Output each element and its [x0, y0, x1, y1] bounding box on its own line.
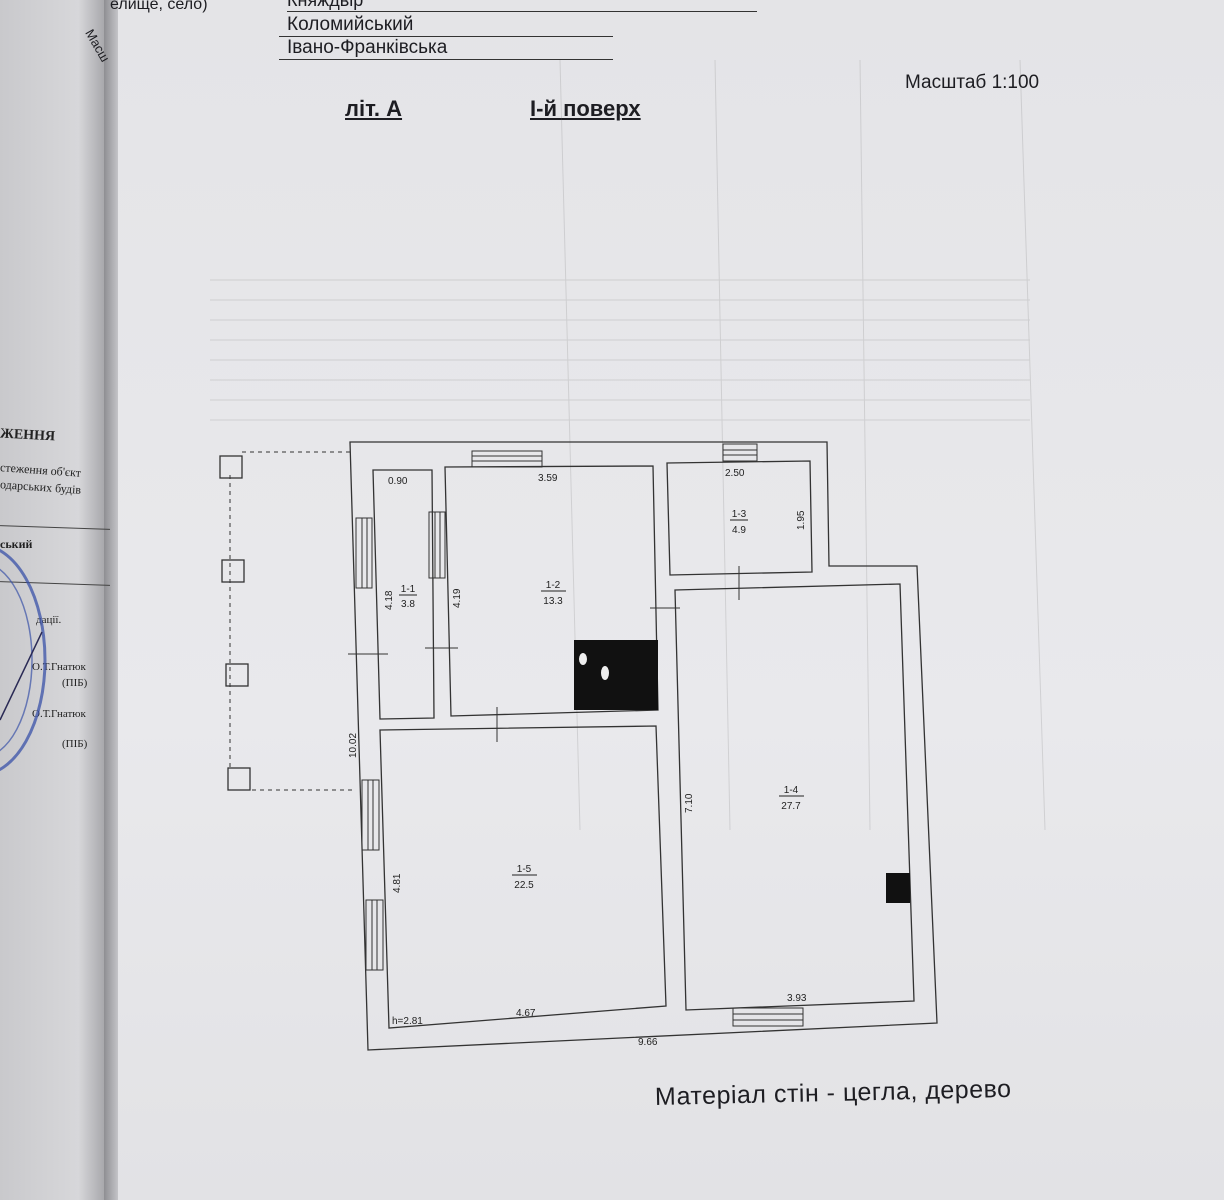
room-1-4	[674, 583, 915, 1011]
room-area: 22.5	[514, 880, 534, 891]
room-1-5	[379, 725, 667, 1029]
previous-page	[0, 0, 112, 1200]
room-area: 3.8	[401, 599, 415, 610]
floor-label: І-й поверх	[530, 96, 641, 121]
dim: 9.66	[638, 1037, 658, 1048]
stove-burner	[579, 653, 587, 665]
ceiling-height: h=2.81	[392, 1016, 423, 1027]
room-id: 1-4	[784, 785, 799, 796]
signatory-name: О.Т.Гнатюк	[32, 708, 86, 720]
document-page	[116, 0, 1224, 1200]
letter-label: літ. А	[345, 96, 403, 121]
room-id: 1-1	[401, 584, 416, 595]
stamp-seal	[0, 548, 47, 772]
room-area: 27.7	[781, 801, 801, 812]
window	[365, 899, 384, 971]
dimensions: 0.90 3.59 2.50 1.95 4.18 4.19 10.02 7.10…	[348, 468, 807, 1048]
window	[471, 450, 543, 468]
window	[355, 517, 373, 589]
dim: 4.67	[516, 1008, 536, 1019]
room-id: 1-2	[546, 580, 561, 591]
room-id: 1-3	[732, 509, 747, 520]
room-area: 4.9	[732, 525, 746, 536]
porch-post	[221, 559, 245, 583]
room-labels: 1-1 3.8 1-2 13.3 1-3 4.9 1-4 27.7 1-5 22…	[399, 509, 804, 891]
signatory-label: (ПІБ)	[62, 738, 88, 750]
outer-wall	[349, 441, 938, 1051]
signatory-label: (ПІБ)	[62, 677, 88, 689]
dim: 0.90	[388, 476, 408, 487]
window	[361, 779, 380, 851]
window	[722, 443, 758, 462]
dim: 10.02	[348, 733, 359, 758]
room-id: 1-5	[517, 864, 532, 875]
door	[348, 566, 740, 742]
region-field: Івано-Франківська	[279, 37, 613, 60]
porch-post	[225, 663, 249, 687]
dim: 4.18	[384, 590, 395, 610]
village-field: Княждвір	[287, 0, 757, 12]
porch	[229, 451, 356, 791]
stove	[574, 640, 658, 710]
dim: 3.59	[538, 473, 558, 484]
porch-post	[227, 767, 251, 791]
porch-post	[219, 455, 243, 479]
heater	[886, 873, 910, 903]
room-1-1	[372, 469, 435, 720]
dim: 1.95	[796, 510, 807, 530]
settlement-label: елище, село)	[110, 0, 208, 13]
dim: 7.10	[684, 793, 695, 813]
dim: 3.93	[787, 993, 807, 1004]
page-gutter	[104, 0, 118, 1200]
scale-label: Масштаб 1:100	[905, 72, 1040, 93]
room-1-3	[666, 460, 813, 576]
stove-burner	[601, 666, 609, 680]
dim: 4.19	[452, 588, 463, 608]
window	[428, 511, 446, 579]
room-area: 13.3	[543, 596, 563, 607]
window	[732, 1007, 804, 1027]
dim: 4.81	[392, 873, 403, 893]
dim: 2.50	[725, 468, 745, 479]
district-field: Коломийський	[279, 14, 613, 37]
left-text: ський	[0, 537, 33, 551]
